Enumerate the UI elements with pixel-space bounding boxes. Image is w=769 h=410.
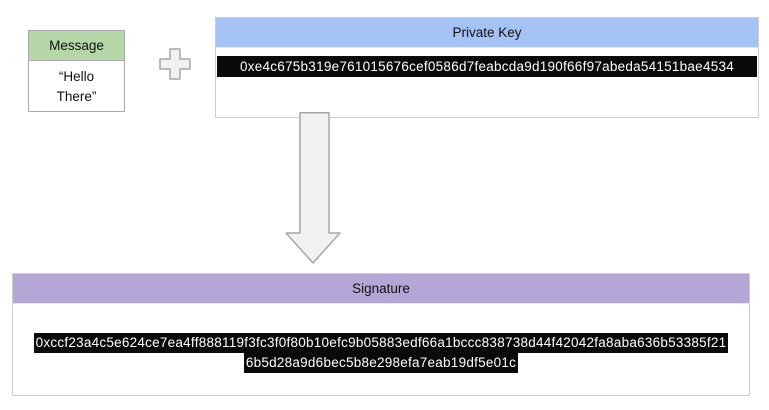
signature-value-line-1: 0xccf23a4c5e624ce7ea4ff888119f3fc3f0f80b…: [13, 333, 749, 353]
private-key-value: 0xe4c675b319e761015676cef0586d7feabcda9d…: [217, 56, 757, 77]
message-body: “Hello There”: [29, 61, 124, 107]
signature-box: Signature 0xccf23a4c5e624ce7ea4ff888119f…: [12, 273, 750, 396]
arrow-down-icon: [284, 112, 342, 265]
message-header: Message: [29, 31, 124, 61]
private-key-box: Private Key 0xe4c675b319e761015676cef058…: [215, 17, 759, 118]
message-box: Message “Hello There”: [28, 30, 125, 112]
plus-icon: [157, 46, 193, 82]
signature-value-line-2: 6b5d28a9d6bec5b8e298efa7eab19df5e01c: [13, 353, 749, 373]
message-value: “Hello There”: [56, 69, 97, 104]
message-title: Message: [49, 38, 104, 53]
signature-body: 0xccf23a4c5e624ce7ea4ff888119f3fc3f0f80b…: [13, 304, 749, 373]
signature-header: Signature: [13, 274, 749, 304]
private-key-body: 0xe4c675b319e761015676cef0586d7feabcda9d…: [216, 48, 758, 77]
private-key-title: Private Key: [452, 25, 522, 40]
private-key-header: Private Key: [216, 18, 758, 48]
signature-title: Signature: [352, 281, 410, 296]
